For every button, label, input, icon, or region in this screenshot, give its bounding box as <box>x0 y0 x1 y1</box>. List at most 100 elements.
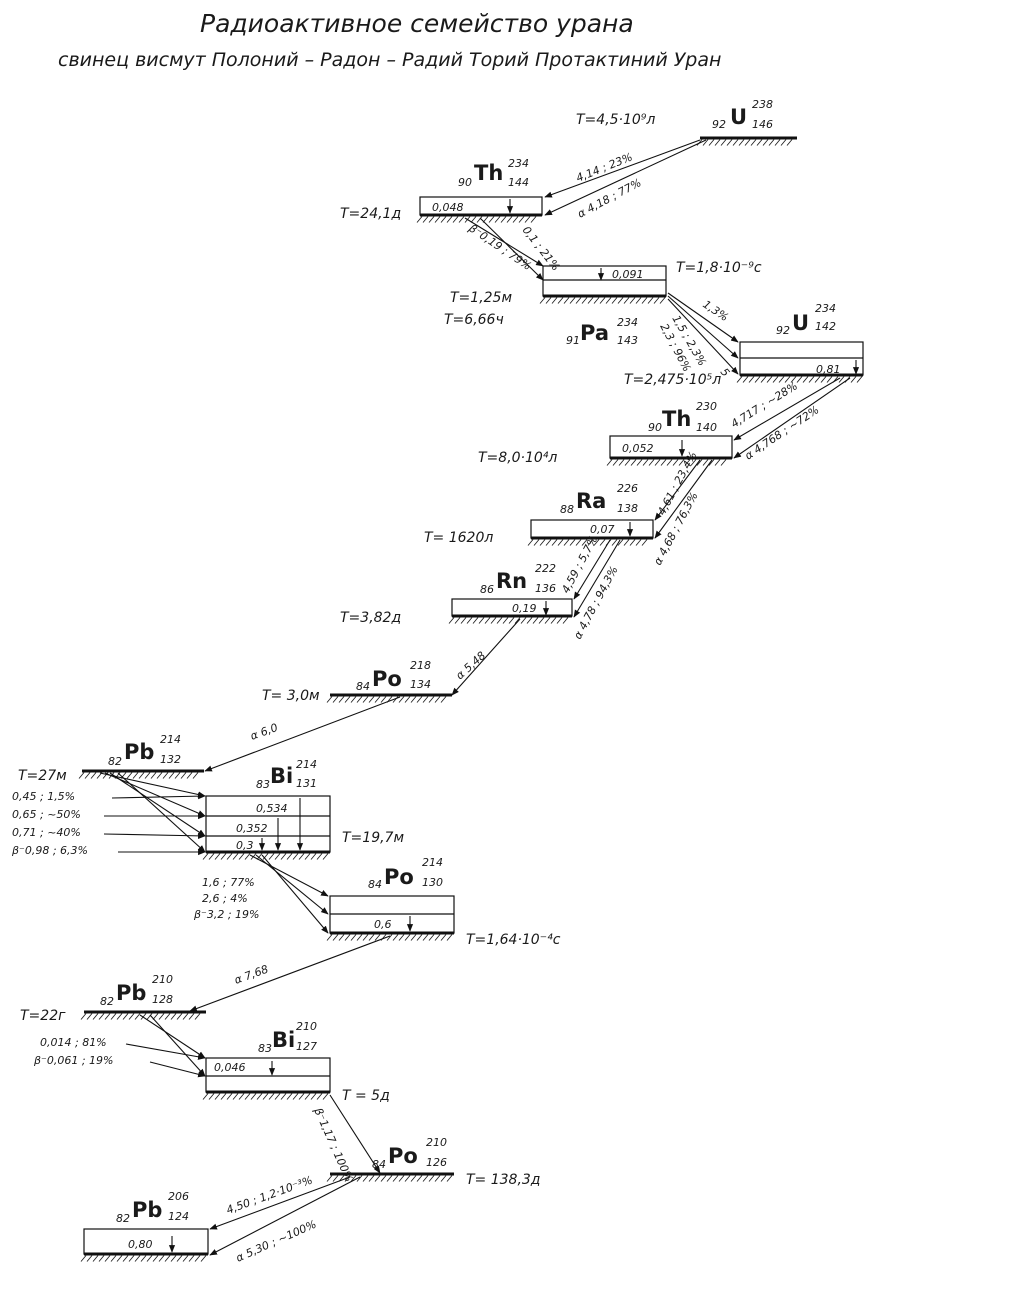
label-leaders <box>103 793 206 1078</box>
alpha-arrow-po214 <box>189 935 391 1012</box>
svg-text:88: 88 <box>560 503 574 516</box>
alpha-arrow-u234-2 <box>733 377 851 459</box>
svg-text:Po: Po <box>372 667 402 691</box>
nuclide-pa234: 91 Pa 234 143 <box>566 316 638 347</box>
svg-text:92: 92 <box>776 324 790 337</box>
ground-hatch-po210 <box>326 1175 453 1182</box>
beta-arrow-pa234-1 <box>667 292 739 343</box>
svg-text:82: 82 <box>116 1212 130 1225</box>
alpha-arrow-po218 <box>204 696 401 772</box>
svg-text:134: 134 <box>410 678 431 691</box>
half-life-u238: T=4,5·10⁹л <box>576 112 655 128</box>
svg-text:0,71 ; ~40%: 0,71 ; ~40% <box>12 826 81 839</box>
nuclide-po210: 84 Po 210 126 <box>372 1136 447 1171</box>
beta-arrow-pb214-3 <box>109 772 206 837</box>
svg-text:0,19: 0,19 <box>512 602 537 615</box>
svg-text:83: 83 <box>258 1042 272 1055</box>
svg-text:Bi: Bi <box>270 764 293 788</box>
ground-hatch-rn222 <box>448 617 569 624</box>
level-box-th230 <box>609 435 733 459</box>
svg-text:222: 222 <box>535 562 556 575</box>
half-life-th230: T=8,0·10⁴л <box>478 450 557 466</box>
diagram-title: Радиоактивное семейство урана <box>200 9 634 38</box>
svg-text:90: 90 <box>648 421 662 434</box>
svg-text:Th: Th <box>474 161 503 185</box>
alpha-arrow-th230-1 <box>654 459 701 521</box>
beta-arrow-bi214-3 <box>261 854 329 934</box>
decay-arrows <box>99 139 851 1256</box>
half-life-bi214: T=19,7м <box>342 830 404 846</box>
nuclide-bi214: 83 Bi 214 131 <box>256 758 317 791</box>
svg-text:127: 127 <box>296 1040 317 1053</box>
ground-levels <box>78 136 863 1262</box>
level-box-pb206 <box>83 1228 209 1255</box>
half-life-pb210: T=22г <box>20 1008 66 1024</box>
svg-text:Bi: Bi <box>272 1028 295 1052</box>
svg-text:Pb: Pb <box>132 1198 162 1222</box>
nuclide-bi210: 83 Bi 210 127 <box>258 1020 317 1055</box>
svg-text:β⁻1,17 ; 100%: β⁻1,17 ; 100% <box>311 1105 356 1184</box>
svg-text:140: 140 <box>696 421 717 434</box>
alpha-arrow-po210-1 <box>209 1176 351 1230</box>
ground-hatch-th234 <box>416 216 537 223</box>
leader-pb210-1 <box>125 1043 206 1060</box>
alpha-arrow-ra226-1 <box>573 539 611 600</box>
nuclide-pb214: 82 Pb 214 132 <box>108 733 181 768</box>
svg-text:142: 142 <box>815 320 836 333</box>
ground-hatch-th230 <box>606 459 727 466</box>
half-life-th234: T=24,1д <box>340 206 401 222</box>
level-box-pa234 <box>542 265 667 297</box>
svg-text:0,048: 0,048 <box>432 201 464 214</box>
svg-text:91: 91 <box>566 334 580 347</box>
level-box-ra226 <box>530 519 654 539</box>
nuclide-th230: 90 Th 230 140 <box>648 400 717 434</box>
svg-text:0,65 ; ~50%: 0,65 ; ~50% <box>12 808 81 821</box>
half-life-rn222: T=3,82д <box>340 610 401 626</box>
nuclide-pb206: 82 Pb 206 124 <box>116 1190 189 1225</box>
alpha-arrow-rn222 <box>451 618 521 696</box>
svg-text:0,052: 0,052 <box>622 442 654 455</box>
beta-arrow-pb210-1 <box>139 1014 206 1059</box>
beta-arrow-bi214-2 <box>255 854 329 915</box>
svg-text:U: U <box>730 105 747 129</box>
svg-text:82: 82 <box>100 995 114 1008</box>
nuclide-po214: 84 Po 214 130 <box>368 856 443 891</box>
svg-text:β⁻3,2 ; 19%: β⁻3,2 ; 19% <box>193 908 259 921</box>
ground-hatch-po218 <box>326 696 447 703</box>
svg-text:Th: Th <box>662 407 691 431</box>
svg-text:0,81: 0,81 <box>816 363 841 376</box>
svg-text:Rn: Rn <box>496 569 527 593</box>
svg-text:0,046: 0,046 <box>214 1061 246 1074</box>
svg-text:0,534: 0,534 <box>256 802 288 815</box>
ground-hatch-u234 <box>736 376 863 383</box>
svg-text:α 5,30 ; ~100%: α 5,30 ; ~100% <box>234 1218 318 1265</box>
nuclide-u234: 92 U 234 142 <box>776 302 836 337</box>
svg-text:Pa: Pa <box>580 321 609 345</box>
svg-text:206: 206 <box>168 1190 189 1203</box>
svg-text:1,6 ; 77%: 1,6 ; 77% <box>202 876 255 889</box>
ground-hatch-pa234 <box>539 297 666 304</box>
svg-text:210: 210 <box>152 973 173 986</box>
svg-text:0,352: 0,352 <box>236 822 268 835</box>
svg-text:238: 238 <box>752 98 773 111</box>
svg-text:0,014 ; 81%: 0,014 ; 81% <box>40 1036 107 1049</box>
svg-text:130: 130 <box>422 876 443 889</box>
level-box-th234 <box>419 196 543 216</box>
svg-text:Pb: Pb <box>116 981 146 1005</box>
beta-arrow-pa234-2 <box>667 295 739 359</box>
half-life-po210: T= 138,3д <box>466 1172 541 1188</box>
svg-text:U: U <box>792 311 809 335</box>
level-box-bi210 <box>205 1057 331 1093</box>
svg-text:214: 214 <box>422 856 443 869</box>
ground-hatch-pb210 <box>80 1013 201 1020</box>
ground-hatch-bi214 <box>202 853 329 860</box>
svg-text:α 6,0: α 6,0 <box>249 721 280 743</box>
svg-text:143: 143 <box>617 334 638 347</box>
alpha-arrow-po210-2 <box>209 1176 361 1256</box>
beta-arrow-pa234-3 <box>667 298 739 375</box>
svg-text:210: 210 <box>426 1136 447 1149</box>
svg-text:β⁻0,061 ; 19%: β⁻0,061 ; 19% <box>33 1054 113 1067</box>
alpha-arrow-u238-2 <box>544 139 707 216</box>
beta-arrow-pb210-2 <box>149 1014 206 1077</box>
